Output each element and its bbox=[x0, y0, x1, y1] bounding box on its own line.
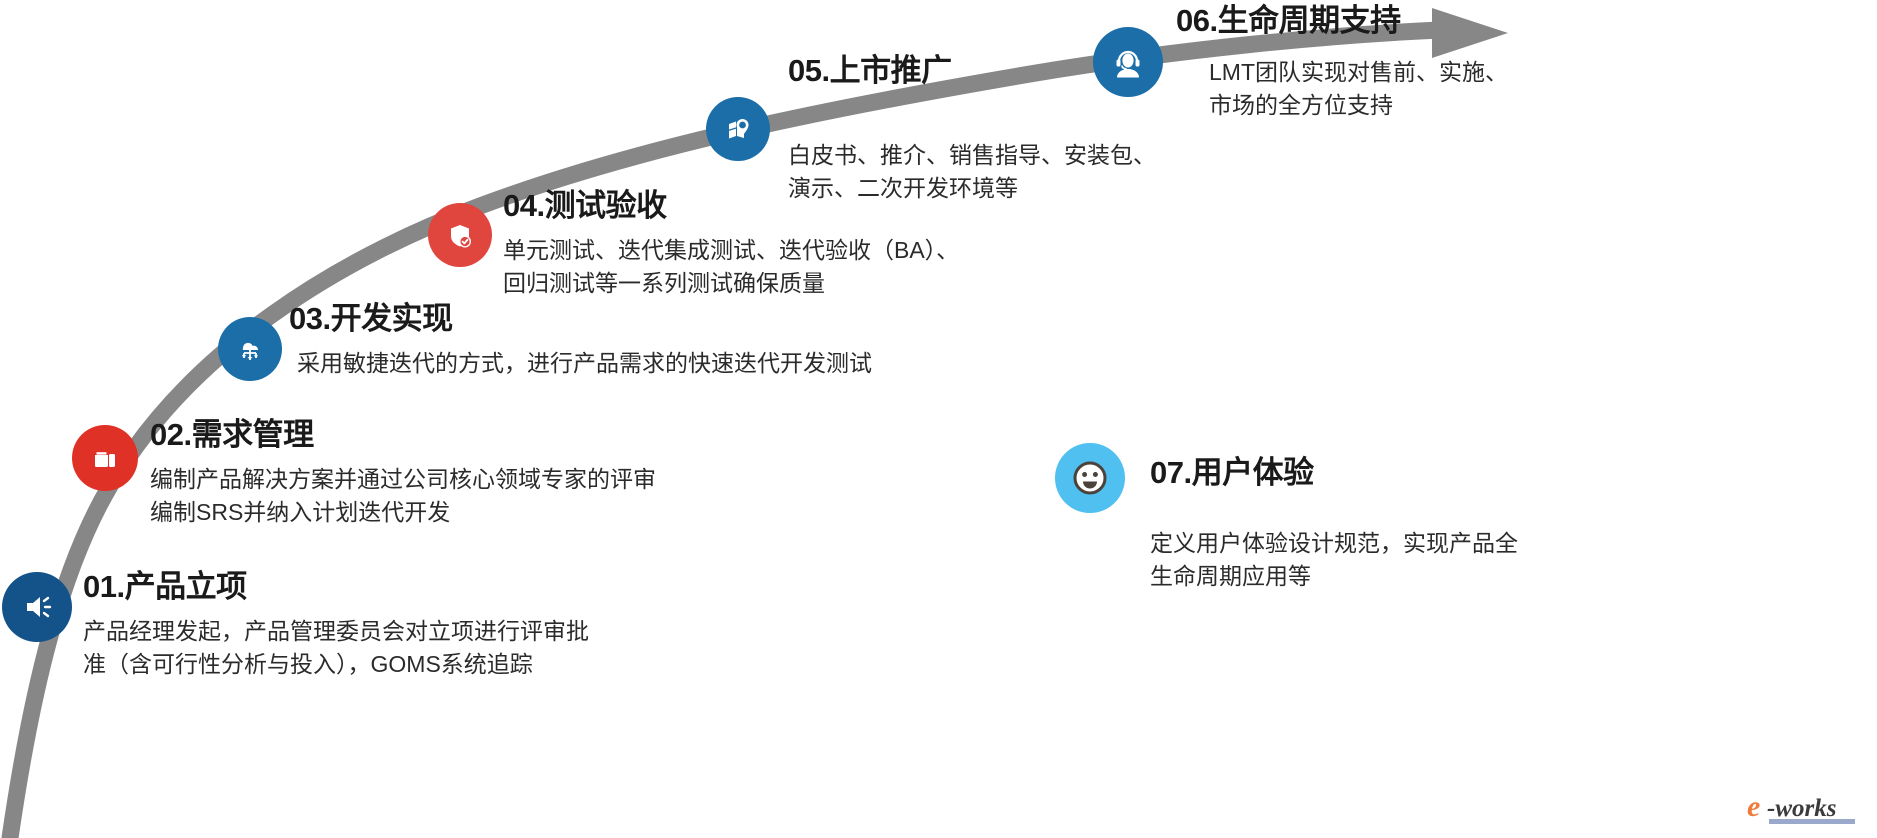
step-04-title: 04.测试验收 bbox=[503, 188, 667, 223]
megaphone-icon bbox=[17, 587, 57, 627]
step-07-description: 定义用户体验设计规范，实现产品全 生命周期应用等 bbox=[1150, 529, 1518, 589]
step-04-icon-badge[interactable] bbox=[428, 203, 492, 267]
step-02-icon-badge[interactable] bbox=[72, 425, 138, 491]
watermark-e-letter: e bbox=[1747, 790, 1760, 823]
step-03-title: 03.开发实现 bbox=[289, 301, 453, 336]
step-07-title: 07.用户体验 bbox=[1150, 455, 1314, 490]
step-01-title: 01.产品立项 bbox=[83, 569, 247, 604]
step-07-text: 07.用户体验 定义用户体验设计规范，实现产品全 生命周期应用等 bbox=[1150, 455, 1518, 593]
step-05-icon-badge[interactable] bbox=[706, 97, 770, 161]
step-01-icon-badge[interactable] bbox=[2, 572, 72, 642]
folder-icon bbox=[87, 440, 123, 476]
smiley-face-icon bbox=[1067, 455, 1113, 501]
step-02-text: 02.需求管理 编制产品解决方案并通过公司核心领域专家的评审 编制SRS并纳入计… bbox=[150, 417, 656, 529]
watermark-works-text: -works bbox=[1767, 795, 1836, 822]
step-07-icon-badge[interactable] bbox=[1055, 443, 1125, 513]
map-pin-icon bbox=[720, 111, 756, 147]
step-03-description: 采用敏捷迭代的方式，进行产品需求的快速迭代开发测试 bbox=[297, 349, 872, 376]
step-06-description: LMT团队实现对售前、实施、 市场的全方位支持 bbox=[1209, 58, 1508, 118]
step-04-text: 04.测试验收 单元测试、迭代集成测试、迭代验收（BA）、 回归测试等一系列测试… bbox=[503, 188, 960, 300]
step-01-text: 01.产品立项 产品经理发起，产品管理委员会对立项进行评审批 准（含可行性分析与… bbox=[83, 569, 589, 681]
step-06-title: 06.生命周期支持 bbox=[1176, 3, 1401, 38]
step-02-title: 02.需求管理 bbox=[150, 417, 314, 452]
eworks-watermark-logo: e -works bbox=[1745, 786, 1863, 830]
step-03-text: 03.开发实现 采用敏捷迭代的方式，进行产品需求的快速迭代开发测试 bbox=[289, 301, 872, 380]
step-05-description: 白皮书、推介、销售指导、安装包、 演示、二次开发环境等 bbox=[788, 141, 1156, 201]
step-04-description: 单元测试、迭代集成测试、迭代验收（BA）、 回归测试等一系列测试确保质量 bbox=[503, 236, 960, 296]
step-02-description: 编制产品解决方案并通过公司核心领域专家的评审 编制SRS并纳入计划迭代开发 bbox=[150, 465, 656, 525]
headset-support-icon bbox=[1108, 42, 1148, 82]
step-01-description: 产品经理发起，产品管理委员会对立项进行评审批 准（含可行性分析与投入），GOMS… bbox=[83, 617, 589, 677]
shield-check-icon bbox=[442, 217, 478, 253]
cloud-deploy-icon bbox=[232, 331, 268, 367]
step-06-text: 06.生命周期支持 LMT团队实现对售前、实施、 市场的全方位支持 bbox=[1176, 3, 1508, 122]
step-05-text: 05.上市推广 白皮书、推介、销售指导、安装包、 演示、二次开发环境等 bbox=[788, 53, 1156, 205]
step-05-title: 05.上市推广 bbox=[788, 53, 952, 88]
step-03-icon-badge[interactable] bbox=[218, 317, 282, 381]
step-06-icon-badge[interactable] bbox=[1093, 27, 1163, 97]
